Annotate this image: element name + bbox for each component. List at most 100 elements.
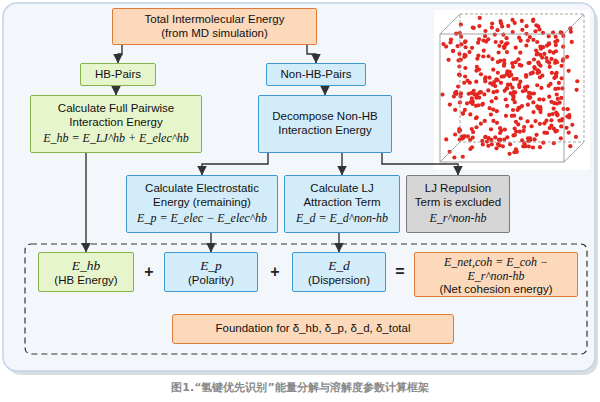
formula-text: E_d (328, 258, 350, 274)
molecule-dot (548, 82, 552, 86)
molecule-dot (568, 26, 572, 30)
molecule-dot (542, 131, 546, 135)
process-box: Decompose Non-HB Interaction Energy (258, 95, 392, 153)
molecule-dot (515, 77, 519, 81)
excluded-box: LJ Repulsion Term is excludedE_r^non-hb (406, 175, 510, 233)
molecule-dot (531, 100, 535, 104)
molecule-dot (560, 118, 564, 122)
term-box: E_p(Polarity) (164, 252, 258, 292)
cube-depth-edges (440, 14, 584, 162)
result-box: E_net,coh = E_coh − E_r^non-hb(Net cohes… (414, 252, 578, 297)
molecule-dot (514, 46, 518, 50)
molecule-dot (534, 133, 538, 137)
term-box: E_d(Dispersion) (292, 252, 386, 292)
molecule-dot (538, 105, 542, 109)
molecule-dot (517, 36, 521, 40)
molecule-dot (493, 135, 497, 139)
box-text: (from MD simulation) (161, 27, 268, 41)
molecule-dot (502, 44, 506, 48)
box-text: (Polarity) (188, 274, 234, 288)
molecule-dot (537, 62, 541, 66)
molecule-dot (539, 47, 543, 51)
molecule-dot (490, 21, 494, 25)
cube-edges (440, 14, 584, 162)
box-text: HB-Pairs (95, 68, 141, 82)
molecule-dot (510, 114, 514, 118)
process-box: Calculate LJ Attraction TermE_d = E_d^no… (284, 175, 400, 233)
molecule-dot (511, 133, 515, 137)
molecule-dot (548, 49, 552, 53)
molecule-dot (534, 23, 538, 27)
molecule-dot (521, 89, 525, 93)
illustration-ground (434, 10, 590, 170)
molecule-dot (481, 54, 485, 58)
molecule-dot (552, 127, 556, 131)
molecule-dot (464, 45, 468, 49)
molecule-dot (532, 57, 536, 61)
molecule-dot (499, 21, 503, 25)
box-text: Total Intermolecular Energy (145, 13, 285, 27)
molecule-dot (506, 83, 510, 87)
molecule-dot (504, 36, 508, 40)
molecule-dot (475, 65, 479, 69)
molecule-dot (530, 124, 534, 128)
molecule-dot (499, 81, 503, 85)
molecule-dot (475, 115, 479, 119)
molecule-dot (513, 126, 517, 130)
molecule-dot (508, 142, 512, 146)
molecule-dot (467, 92, 471, 96)
formula-text: E_p = E_elec − E_elec^hb (137, 211, 267, 225)
outer-panel (3, 3, 595, 371)
molecule-dot (510, 86, 514, 90)
molecule-dot (506, 24, 510, 28)
molecule-dot (497, 50, 501, 54)
molecule-dot (530, 71, 534, 75)
molecule-dot (531, 38, 535, 42)
molecule-dot (511, 65, 515, 69)
molecule-dot (465, 101, 469, 105)
molecule-dot (548, 65, 552, 69)
molecule-dot (480, 103, 484, 107)
molecule-dot (555, 92, 559, 96)
molecule-dot (553, 40, 557, 44)
molecule-dot (496, 60, 500, 64)
molecule-dot (518, 130, 522, 134)
molecule-dot (559, 96, 563, 100)
molecule-dot (459, 22, 463, 26)
molecule-dot (476, 41, 480, 45)
molecule-dot (505, 50, 509, 54)
molecule-dot (532, 91, 536, 95)
molecule-dot (449, 37, 453, 41)
molecule-dot (538, 75, 542, 79)
molecule-dot (526, 38, 530, 42)
molecule-dot (472, 89, 476, 93)
molecule-dot (565, 55, 569, 59)
molecule-dot (458, 94, 462, 98)
molecule-dot (518, 51, 522, 55)
molecule-dot (446, 58, 450, 62)
flow-arrow (118, 45, 122, 63)
molecule-dot (509, 73, 513, 77)
flow-arrow (341, 153, 342, 175)
molecule-dot (547, 34, 551, 38)
molecule-dot (556, 86, 560, 90)
box-text: (HB Energy) (54, 274, 117, 288)
molecule-dot (479, 72, 483, 76)
molecule-dot (495, 89, 499, 93)
molecule-dot (538, 122, 542, 126)
molecule-dot (514, 120, 518, 124)
flow-arrow (307, 45, 316, 63)
molecule-dot (531, 145, 535, 149)
molecule-dot (486, 54, 490, 58)
molecule-dot (497, 44, 501, 48)
box-text: Calculate LJ Attraction Term (290, 182, 394, 209)
molecule-dot (513, 21, 517, 25)
box-text: Decompose Non-HB Interaction Energy (264, 110, 386, 137)
molecule-dot (535, 83, 539, 87)
molecule-dot (471, 136, 475, 140)
operator-symbol: = (395, 263, 404, 281)
molecule-dot (547, 95, 551, 99)
molecule-dot (561, 57, 565, 61)
molecule-dot (533, 29, 537, 33)
